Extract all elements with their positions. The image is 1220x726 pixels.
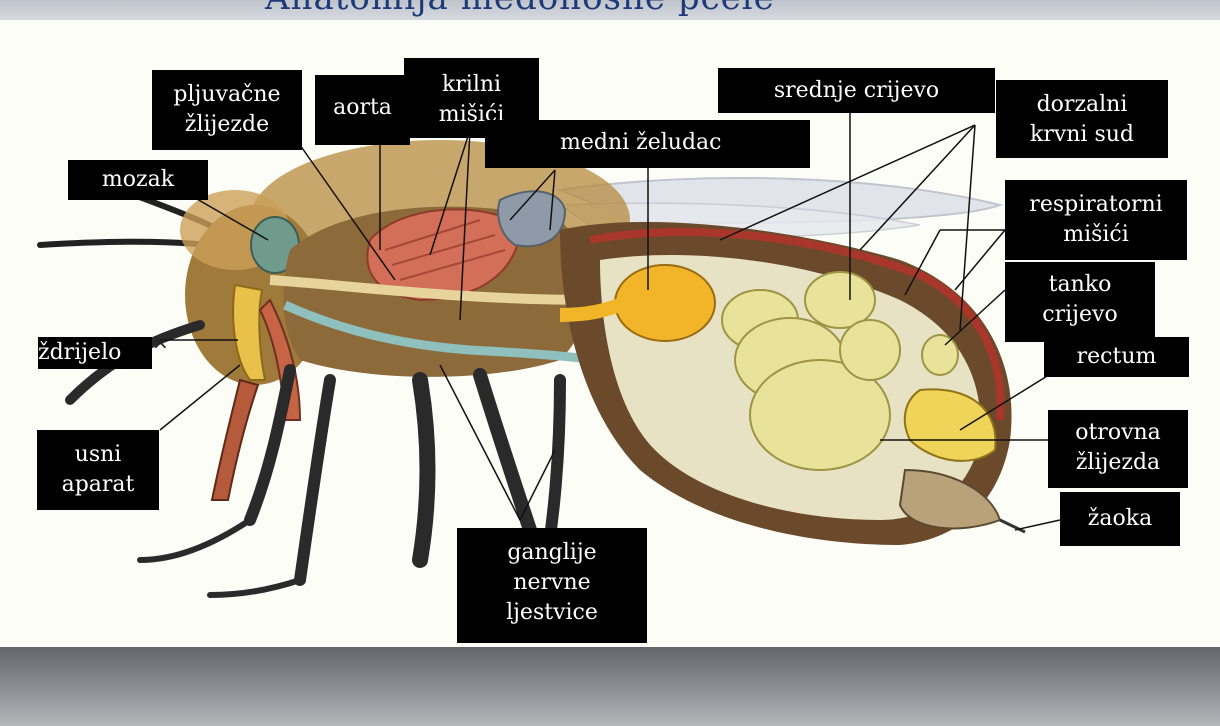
label-medni-zeludac: medni želudac (485, 120, 810, 168)
label-aorta: aorta (315, 75, 410, 145)
label-otrovna-zlijezda: otrovna žlijezda (1048, 410, 1188, 488)
label-srednje-crijevo: srednje crijevo (718, 68, 995, 113)
label-zdrijelo: ždrijelo (38, 337, 152, 369)
label-zaoka: žaoka (1060, 492, 1180, 546)
label-tanko-crijevo: tanko crijevo (1005, 262, 1155, 342)
mouthparts (212, 380, 258, 500)
label-mozak: mozak (68, 160, 208, 200)
label-respiratorni-misici: respiratorni mišići (1005, 180, 1187, 260)
label-ganglije-nervne-ljestvice: ganglije nervne ljestvice (457, 528, 647, 643)
close-icon: × (152, 330, 169, 354)
label-pljuvacne-zlijezde: pljuvačne žlijezde (152, 70, 302, 150)
label-rectum: rectum (1044, 337, 1189, 377)
honey-stomach (615, 265, 715, 341)
label-dorzalni-krvni-sud: dorzalni krvni sud (996, 80, 1168, 158)
bottom-band (0, 647, 1220, 726)
label-usni-aparat: usni aparat (37, 430, 159, 510)
sting (1000, 520, 1025, 532)
small-intestine (922, 335, 958, 375)
